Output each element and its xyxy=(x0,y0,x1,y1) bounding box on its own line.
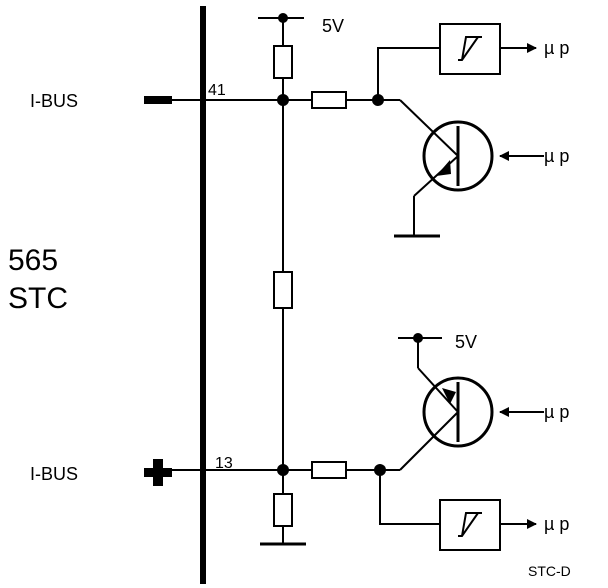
series-resistor-bottom xyxy=(311,461,347,479)
pullup-resistor xyxy=(273,45,293,79)
schmitt-trigger-top xyxy=(439,23,501,75)
plus-sign xyxy=(144,459,172,486)
supply-top-5v-label: 5V xyxy=(322,16,344,36)
supply-bottom xyxy=(398,333,442,368)
micro-in-top-label: µ p xyxy=(544,146,569,166)
device-label-line1: 565 xyxy=(8,244,58,277)
figure-code-label: STC-D xyxy=(528,563,571,579)
middle-resistor xyxy=(273,271,293,309)
supply-top xyxy=(258,13,304,46)
micro-in-bottom-label: µ p xyxy=(544,402,569,422)
micro-out-bottom-label: µ p xyxy=(544,514,569,534)
transistor-top xyxy=(394,99,494,238)
pin-13-label: 13 xyxy=(215,455,233,472)
micro-out-top-label: µ p xyxy=(544,38,569,58)
ibus-top-label: I-BUS xyxy=(30,91,78,111)
supply-bottom-5v-label: 5V xyxy=(455,332,477,352)
device-label-line2: STC xyxy=(8,282,68,315)
pin-41-label: 41 xyxy=(208,82,226,99)
transistor-bottom xyxy=(399,367,494,471)
minus-sign xyxy=(144,96,172,104)
ibus-bottom-label: I-BUS xyxy=(30,464,78,484)
pulldown-resistor xyxy=(273,493,293,527)
schmitt-trigger-bottom xyxy=(439,499,501,551)
series-resistor-top xyxy=(311,91,347,109)
